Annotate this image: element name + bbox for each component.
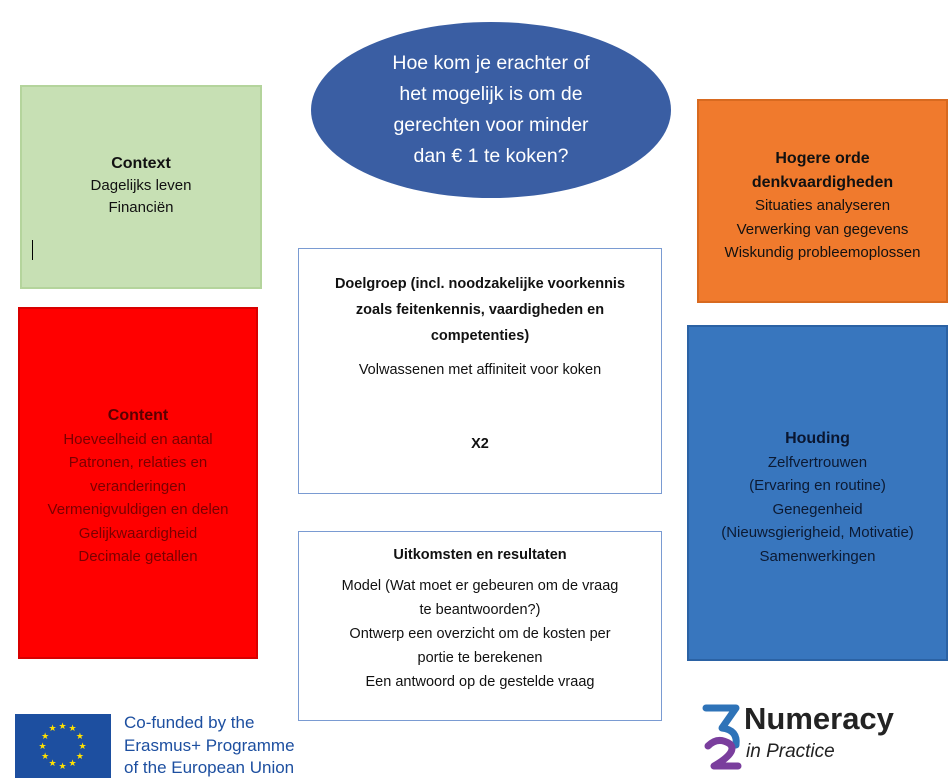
eu-star-icon: ★ <box>58 760 67 771</box>
attitude-item: (Nieuwsgierigheid, Motivatie) <box>721 524 914 541</box>
target-level: X2 <box>471 436 489 452</box>
higher-order-title: denkvaardigheden <box>751 173 894 191</box>
outcomes-box: Uitkomsten en resultaten Model (Wat moet… <box>298 531 662 721</box>
attitude-item: Genegenheid <box>772 500 863 518</box>
question-line: Hoe kom je erachter of <box>392 52 590 74</box>
eu-flag-icon: ★★★★★★★★★★★★ <box>15 714 111 778</box>
outcome-line: Model (Wat moet er gebeuren om de vraag <box>341 578 619 594</box>
question-line: het mogelijk is om de <box>399 83 583 105</box>
eu-star-icon: ★ <box>68 757 77 768</box>
central-question-ellipse: Hoe kom je erachter of het mogelijk is o… <box>311 22 671 198</box>
context-item: Financiën <box>108 199 174 216</box>
eu-star-icon: ★ <box>58 720 67 731</box>
higher-order-title: Hogere orde <box>775 150 870 167</box>
content-item: Decimale getallen <box>78 548 198 565</box>
cofunded-line: Co-funded by the <box>124 713 255 732</box>
higher-order-box: Hogere orde denkvaardigheden Situaties a… <box>697 99 948 303</box>
target-group-title: zoals feitenkennis, vaardigheden en <box>355 302 605 318</box>
outcome-line: portie te berekenen <box>417 650 543 666</box>
numeracy-logo-icon <box>702 704 742 770</box>
content-box: Content Hoeveelheid en aantal Patronen, … <box>18 307 258 659</box>
context-title: Context <box>111 155 171 172</box>
content-item: Patronen, relaties en <box>68 454 208 471</box>
logo-subtitle: in Practice <box>746 741 835 762</box>
question-line: dan € 1 te koken? <box>413 145 569 167</box>
target-group-title: competenties) <box>430 328 530 344</box>
attitude-box: Houding Zelfvertrouwen (Ervaring en rout… <box>687 325 948 661</box>
text-cursor <box>32 240 33 260</box>
outcome-line: Een antwoord op de gestelde vraag <box>365 674 595 690</box>
content-item: Hoeveelheid en aantal <box>63 430 213 448</box>
outcome-line: Ontwerp een overzicht om de kosten per <box>349 626 611 642</box>
eu-star-icon: ★ <box>75 750 84 761</box>
higher-order-item: Situaties analyseren <box>754 197 891 214</box>
eu-star-icon: ★ <box>48 723 57 734</box>
eu-star-icon: ★ <box>68 723 77 734</box>
eu-star-icon: ★ <box>78 740 87 751</box>
outcomes-title: Uitkomsten en resultaten <box>393 547 567 563</box>
eu-star-icon: ★ <box>41 750 50 761</box>
content-item: Gelijkwaardigheid <box>78 524 198 542</box>
content-item: Vermenigvuldigen en delen <box>47 501 229 518</box>
attitude-title: Houding <box>785 430 850 447</box>
question-line: gerechten voor minder <box>393 114 589 136</box>
eu-star-icon: ★ <box>48 757 57 768</box>
target-group-box: Doelgroep (incl. noodzakelijke voorkenni… <box>298 248 662 494</box>
attitude-item: (Ervaring en routine) <box>749 477 886 494</box>
target-group-title: Doelgroep (incl. noodzakelijke voorkenni… <box>334 276 626 292</box>
eu-star-icon: ★ <box>38 740 47 751</box>
logo-wordmark: Numeracy <box>744 701 894 736</box>
higher-order-item: Verwerking van gegevens <box>736 220 909 238</box>
content-title: Content <box>107 407 169 424</box>
context-box: Context Dagelijks leven Financiën <box>20 85 262 289</box>
cofunded-line: of the European Union <box>124 758 295 777</box>
eu-star-icon: ★ <box>41 730 50 741</box>
outcome-line: te beantwoorden?) <box>419 602 541 618</box>
target-audience: Volwassenen met affiniteit voor koken <box>358 362 602 378</box>
context-item: Dagelijks leven <box>90 177 192 194</box>
attitude-item: Zelfvertrouwen <box>767 453 868 471</box>
cofunded-line: Erasmus+ Programme <box>124 735 295 755</box>
eu-star-icon: ★ <box>75 730 84 741</box>
attitude-item: Samenwerkingen <box>759 547 876 565</box>
cofunded-text: Co-funded by the Erasmus+ Programme of t… <box>124 712 295 780</box>
higher-order-item: Wiskundig probleemoplossen <box>724 244 921 261</box>
content-item: veranderingen <box>90 477 186 495</box>
